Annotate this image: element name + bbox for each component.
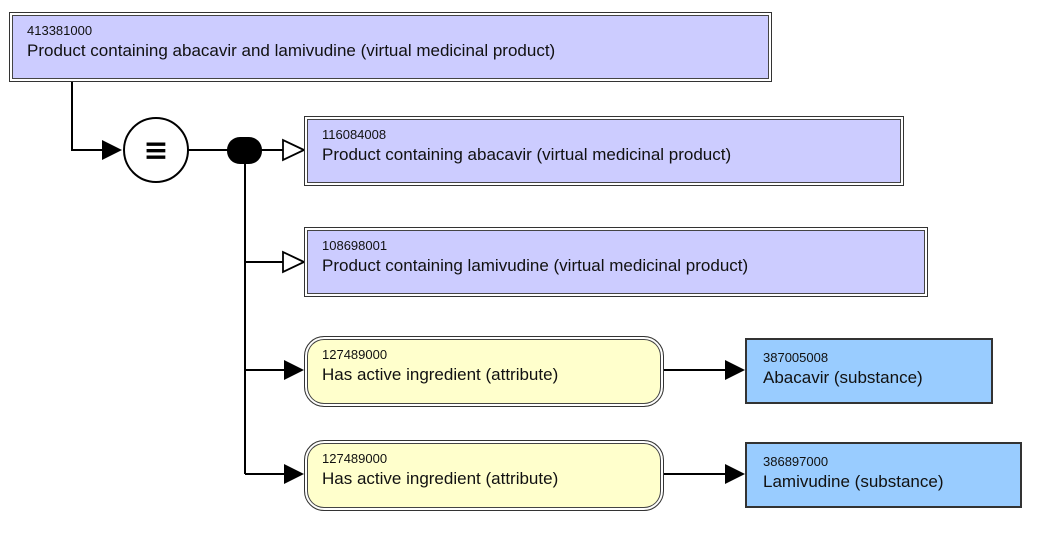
focus-to-definition-line [71,82,104,151]
focus-concept-code: 413381000 [27,23,93,38]
parent-concept-box[interactable]: 108698001 Product containing lamivudine … [304,227,928,297]
attribute-2-arrowhead [284,464,304,484]
definition-arrowhead [102,140,122,160]
focus-concept-label: Product containing abacavir and lamivudi… [27,40,556,60]
parent-concept-box[interactable]: 116084008 Product containing abacavir (v… [304,116,904,186]
equivalence-circle [123,117,189,183]
focus-concept-box[interactable]: 413381000 Product containing abacavir an… [9,12,772,82]
is-a-arrowhead-2 [282,250,307,274]
substance-code: 387005008 [763,350,829,365]
value-1-arrowhead [725,360,745,380]
value-2-arrowhead [725,464,745,484]
parent-concept-label: Product containing lamivudine (virtual m… [322,255,749,275]
attribute-box[interactable]: 127489000 Has active ingredient (attribu… [304,440,664,511]
substance-code: 386897000 [763,454,829,469]
equivalence-symbol: ≡ [143,133,168,168]
attribute-box[interactable]: 127489000 Has active ingredient (attribu… [304,336,664,407]
attribute-code: 127489000 [322,451,388,466]
is-a-arrowhead-1 [282,138,307,162]
attribute-code: 127489000 [322,347,388,362]
parent-concept-code: 116084008 [322,127,387,142]
parent-concept-code: 108698001 [322,238,388,253]
substance-label: Abacavir (substance) [763,367,923,387]
attribute-label: Has active ingredient (attribute) [322,364,559,384]
conjunction-dot [227,137,262,164]
attribute-1-arrowhead [284,360,304,380]
attribute-label: Has active ingredient (attribute) [322,468,559,488]
substance-label: Lamivudine (substance) [763,471,944,491]
parent-concept-label: Product containing abacavir (virtual med… [322,144,732,164]
substance-box[interactable]: 386897000 Lamivudine (substance) [745,442,1022,508]
substance-box[interactable]: 387005008 Abacavir (substance) [745,338,993,404]
